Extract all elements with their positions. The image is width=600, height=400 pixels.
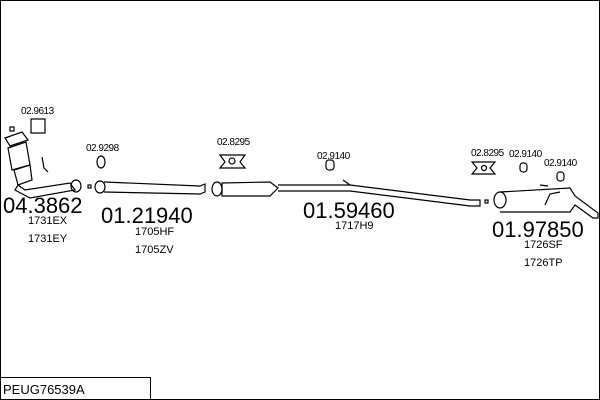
accessory-label: 02.9140 xyxy=(509,149,542,160)
accessory-label: 02.9613 xyxy=(21,106,54,117)
part-ref: 1705ZV xyxy=(135,244,174,256)
accessory-label: 02.8295 xyxy=(471,148,504,159)
part-number: 04.3862 xyxy=(3,193,83,218)
part-ref: 1731EX xyxy=(28,215,68,227)
gasket-icon xyxy=(30,118,46,134)
accessory-label: 02.8295 xyxy=(217,137,250,148)
hanger-icon xyxy=(325,159,335,171)
rubber-mount-icon xyxy=(470,161,497,175)
catalytic-converter-icon xyxy=(4,126,82,199)
rear-muffler-icon xyxy=(493,184,599,219)
accessory-label: 02.9140 xyxy=(544,158,577,169)
accessory-label: 02.9298 xyxy=(86,143,119,154)
accessory-label: 02.9140 xyxy=(317,151,350,162)
rubber-mount-icon xyxy=(218,154,247,169)
part-ref: 1705HF xyxy=(135,226,175,238)
part-number: 01.97850 xyxy=(492,217,584,242)
front-pipe-icon xyxy=(87,180,279,197)
part-ref: 1717H9 xyxy=(335,220,374,232)
hanger-icon xyxy=(556,171,565,182)
set-code: PEUG76539A xyxy=(3,382,85,397)
part-number: 01.59460 xyxy=(303,198,395,223)
set-code-box: PEUG76539A xyxy=(0,377,151,399)
middle-pipe-icon xyxy=(278,184,481,207)
seal-ring-icon xyxy=(96,155,106,169)
hanger-icon xyxy=(519,162,528,173)
part-ref: 1731EY xyxy=(28,233,68,245)
part-number: 01.21940 xyxy=(101,203,193,228)
part-ref: 1726SF xyxy=(524,239,563,251)
part-ref: 1726TP xyxy=(524,257,563,269)
